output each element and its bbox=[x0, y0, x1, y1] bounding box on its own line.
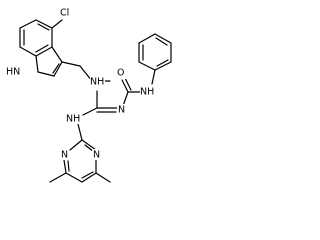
chlorine-label: Cl bbox=[60, 8, 69, 19]
bond bbox=[154, 61, 172, 71]
bond-double bbox=[67, 160, 70, 172]
bond bbox=[81, 172, 97, 183]
label-bg bbox=[66, 113, 81, 124]
label-bg bbox=[117, 104, 126, 115]
bond bbox=[35, 19, 53, 29]
imine-n-label: N bbox=[118, 105, 125, 116]
bond bbox=[82, 107, 98, 116]
bond-double bbox=[124, 77, 132, 91]
bond bbox=[35, 46, 53, 57]
bond-double bbox=[35, 44, 49, 53]
bond-layer bbox=[19, 19, 172, 183]
label-layer: Cl HN NH O NH N NH N N bbox=[6, 8, 155, 161]
molecule-structure: Cl HN NH O NH N NH N N bbox=[6, 8, 172, 183]
bond bbox=[151, 69, 156, 85]
bond-double bbox=[155, 37, 168, 46]
bond bbox=[138, 33, 156, 44]
label-bg bbox=[116, 68, 126, 79]
bond bbox=[49, 172, 67, 183]
pyrimidine-n-upper-label: N bbox=[93, 150, 100, 161]
bond bbox=[122, 91, 129, 107]
pyrimidine-n-lower-label: N bbox=[61, 150, 68, 161]
bond bbox=[65, 172, 83, 183]
bond bbox=[77, 123, 83, 141]
bond bbox=[35, 55, 39, 73]
bond bbox=[51, 46, 63, 63]
bond-double bbox=[37, 23, 50, 31]
indole-nh-label: HN bbox=[6, 67, 20, 78]
bond bbox=[69, 139, 83, 151]
bond bbox=[63, 159, 67, 174]
bond-double bbox=[81, 171, 94, 179]
bond bbox=[81, 139, 97, 151]
label-bg bbox=[60, 149, 69, 160]
carbonyl-oxygen-label: O bbox=[117, 68, 124, 79]
label-bg bbox=[140, 86, 155, 97]
bond bbox=[51, 19, 63, 29]
bond bbox=[95, 172, 111, 183]
bond bbox=[121, 79, 129, 93]
label-bg bbox=[90, 76, 105, 87]
pyrimidine-link-nh-label: NH bbox=[66, 114, 80, 125]
bond bbox=[19, 19, 37, 29]
bond-double bbox=[52, 63, 60, 74]
bond-double bbox=[156, 59, 169, 67]
bond bbox=[154, 33, 172, 44]
bond bbox=[37, 71, 55, 77]
bond bbox=[61, 61, 81, 67]
label-bg bbox=[6, 66, 21, 77]
label-bg bbox=[60, 8, 73, 19]
bond bbox=[138, 61, 156, 71]
label-bg bbox=[92, 149, 101, 160]
bond bbox=[19, 46, 37, 57]
guanidine-nh-label: NH bbox=[90, 77, 104, 88]
bond bbox=[53, 61, 63, 77]
structure-svg: Cl HN NH O NH N NH N N bbox=[6, 8, 172, 183]
anilide-nh-label: NH bbox=[140, 87, 154, 98]
